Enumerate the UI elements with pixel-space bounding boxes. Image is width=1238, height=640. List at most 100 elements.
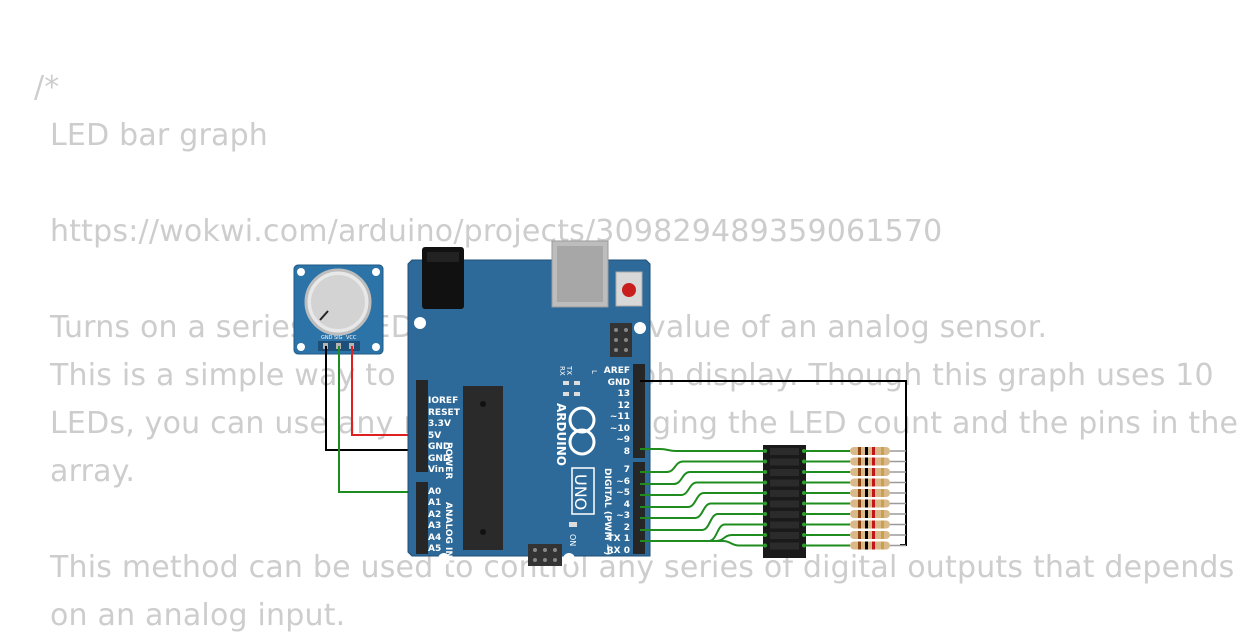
dc-power-jack (422, 247, 464, 309)
resistor-band (858, 447, 861, 455)
power-pin-label: Vin (428, 465, 444, 475)
led-bar-graph[interactable] (763, 445, 806, 558)
resistor-band (872, 489, 875, 497)
digital-pin-label: ~5 (616, 488, 630, 498)
led-pin (763, 512, 767, 516)
led-pin (763, 491, 767, 495)
analog-pin-label: A4 (428, 533, 441, 543)
resistor-band (872, 478, 875, 487)
resistor-band (881, 457, 884, 466)
digital-pin-label: TX 1 (608, 534, 630, 544)
code-line: array. (50, 454, 136, 489)
digital-header-title: DIGITAL (PWM ~) (602, 468, 612, 555)
power-pin-label: 5V (428, 431, 441, 441)
resistor-band (872, 468, 875, 476)
code-line: /* (34, 70, 60, 105)
resistor-band (865, 520, 868, 529)
resistor-band (858, 489, 861, 497)
wire-green-led (640, 513, 765, 531)
led-segment (770, 448, 799, 455)
resistor-band (881, 531, 884, 539)
resistor-band (881, 541, 884, 550)
wire-black-gnd (325, 346, 420, 451)
digital-pin-label: ~11 (610, 412, 630, 422)
digital-pin-label: RX 0 (607, 546, 630, 556)
code-line: https://wokwi.com/arduino/projects/30982… (50, 214, 943, 249)
led-pin (802, 512, 806, 516)
icsp-header-bottom (528, 544, 562, 566)
power-pin-label: GND (428, 454, 450, 464)
potentiometer-knob-indicator (319, 310, 329, 321)
resistor-band (865, 541, 868, 550)
wire-green-led (640, 502, 765, 519)
led-segment (770, 542, 799, 550)
on-label: ON (568, 534, 577, 546)
resistor-band (872, 499, 875, 508)
resistor-band (865, 468, 868, 476)
potentiometer[interactable]: GND SIG VCC (293, 264, 384, 355)
analog-header: A0 A1 A2 A3 A4 A5 ANALOG IN (416, 482, 453, 558)
led-segment (770, 500, 799, 508)
tx-label: TX (565, 365, 573, 375)
digital-pin-label: 13 (617, 389, 630, 399)
led-pin (802, 480, 806, 485)
digital-pin-label: ~6 (616, 477, 630, 487)
digital-header-top: AREF GND 13 12 ~11 ~10 ~9 8 (604, 364, 645, 458)
resistor-band (881, 447, 884, 455)
analog-pin-label: A2 (428, 510, 441, 520)
power-header: IOREF RESET 3.3V 5V GND GND Vin POWER (416, 380, 461, 479)
led-pin (802, 533, 806, 537)
wires-potentiometer (325, 346, 420, 493)
led-pin (802, 491, 806, 495)
digital-pin-label: ~3 (616, 511, 630, 521)
resistor-band (872, 541, 875, 550)
wire-green-led (640, 460, 765, 473)
analog-pin-label: A5 (428, 544, 441, 554)
resistor-band (865, 499, 868, 508)
power-pin-label: IOREF (428, 396, 458, 406)
pot-pin-label: SIG (334, 335, 343, 341)
led-segment (770, 469, 799, 476)
resistor-band (858, 541, 861, 550)
digital-header-bottom: 7 ~6 ~5 4 ~3 2 TX 1 RX 0 DIGITAL (PWM ~) (602, 462, 645, 556)
digital-pin-label: 8 (624, 447, 630, 457)
pot-pin-label: VCC (346, 335, 357, 341)
digital-pin-label: 4 (624, 500, 630, 510)
arduino-uno-board[interactable]: ARDUINO UNO ON TX RX L IOREF RESET 3.3V … (407, 240, 651, 566)
wire-green-led (640, 481, 765, 496)
led-pin (802, 470, 806, 474)
led-pin (763, 533, 767, 537)
power-pin-label: RESET (428, 408, 461, 418)
digital-pin-label: ~9 (616, 435, 630, 445)
led-pin (802, 522, 806, 527)
resistor-band (865, 489, 868, 497)
microcontroller-chip (463, 386, 503, 550)
led-segment (770, 490, 799, 497)
wire-green-signal (338, 346, 420, 493)
led-segment (770, 479, 799, 487)
power-header-title: POWER (443, 442, 453, 479)
resistor-band (865, 478, 868, 487)
led-segment (770, 521, 799, 529)
resistor-band (865, 510, 868, 518)
l-label: L (590, 370, 598, 374)
circuit-canvas: GND SIG VCC (293, 240, 907, 566)
analog-header-title: ANALOG IN (443, 502, 453, 558)
led-pin (763, 480, 767, 485)
resistor-band (872, 457, 875, 466)
resistor-band (881, 478, 884, 487)
led-pin (763, 470, 767, 474)
board-brand: ARDUINO (554, 403, 568, 466)
arduino-logo (568, 406, 596, 456)
resistor-band (865, 457, 868, 466)
led-pin (763, 449, 767, 453)
resistor-band (858, 478, 861, 487)
led-pin (763, 459, 767, 464)
resistor-band (872, 447, 875, 455)
wires-led-signals (640, 448, 850, 547)
icsp-header-top (610, 323, 632, 357)
resistor-band (858, 520, 861, 529)
resistor-band (858, 499, 861, 508)
led-pin (802, 501, 806, 506)
resistor-band (881, 520, 884, 529)
